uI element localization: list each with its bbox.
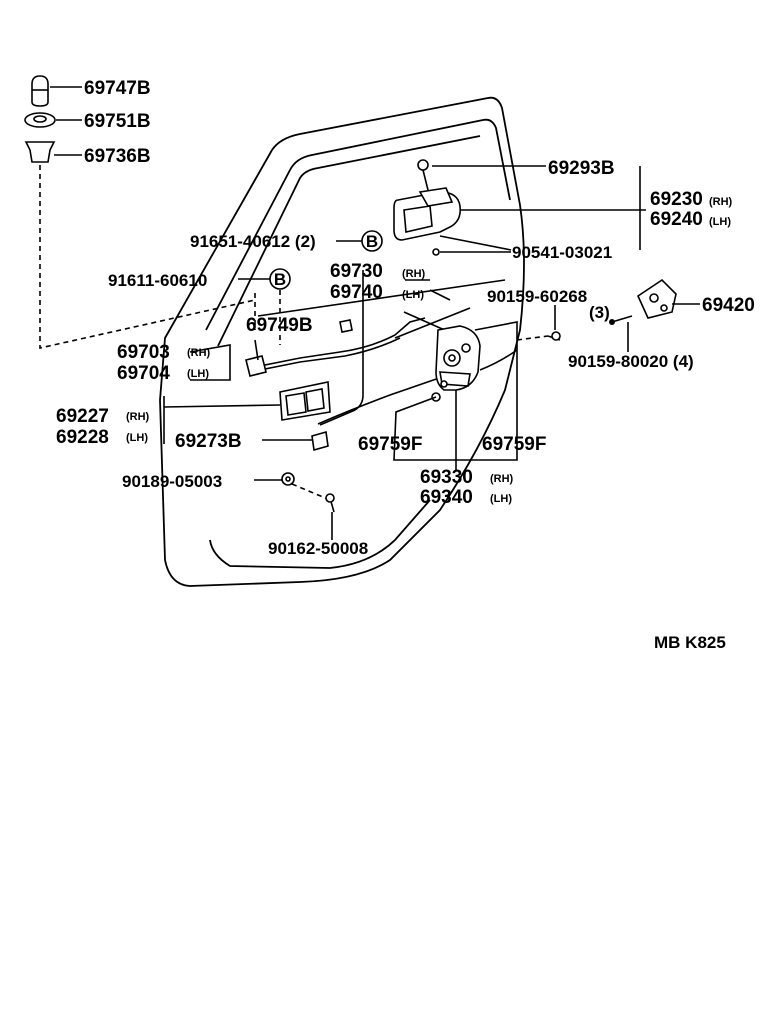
label-69228-suffix: (LH) — [126, 432, 148, 444]
label-69703-suffix: (RH) — [187, 347, 211, 359]
label-69703: 69703 — [117, 342, 170, 363]
label-69759F-right: 69759F — [482, 434, 546, 455]
label-69230: 69230 — [650, 189, 703, 210]
lock-remote-rod-69703 — [245, 339, 267, 377]
label-69330-suffix: (RH) — [490, 473, 514, 485]
callout-b-upper: B — [361, 230, 383, 252]
door-outline — [159, 96, 525, 587]
label-69340: 69340 — [420, 487, 473, 508]
label-69330: 69330 — [420, 467, 473, 488]
label-69704: 69704 — [117, 363, 170, 384]
label-90159-60268-qty: (3) — [589, 303, 610, 322]
label-69293B: 69293B — [548, 158, 615, 179]
label-90159-80020: 90159-80020 (4) — [568, 352, 694, 371]
bezel-69751B — [24, 112, 56, 128]
grommet-69736B — [24, 141, 56, 163]
screw-90162-50008 — [325, 493, 335, 513]
label-91611-60610: 91611-60610 — [108, 271, 207, 290]
bracket-69273B — [311, 430, 329, 452]
outside-handle — [393, 159, 462, 256]
label-90159-60268: 90159-60268 — [487, 287, 587, 306]
label-69730-suffix: (RH) — [402, 268, 426, 280]
link-rods — [249, 270, 471, 426]
label-69240-suffix: (LH) — [709, 216, 731, 228]
screw-90159-60268 — [547, 331, 561, 341]
inside-handle — [279, 381, 331, 421]
screw-90159-80020 — [609, 315, 633, 325]
label-69749B: 69749B — [246, 315, 313, 336]
label-69230-suffix: (RH) — [709, 196, 733, 208]
label-69273B: 69273B — [175, 431, 242, 452]
label-90162-50008: 90162-50008 — [268, 539, 368, 558]
clip-69749B — [339, 319, 353, 333]
label-69730: 69730 — [330, 261, 383, 282]
svg-text:B: B — [274, 270, 286, 289]
svg-text:B: B — [366, 232, 378, 251]
label-69228: 69228 — [56, 427, 109, 448]
label-69736B: 69736B — [84, 146, 151, 167]
lock-knob-69747B — [31, 75, 49, 107]
label-69759F-left: 69759F — [358, 434, 422, 455]
label-69704-suffix: (LH) — [187, 368, 209, 380]
label-69751B: 69751B — [84, 111, 151, 132]
nut-90189-05003 — [281, 472, 295, 486]
label-91651-40612: 91651-40612 (2) — [190, 232, 316, 251]
label-69340-suffix: (LH) — [490, 493, 512, 505]
label-90541-03021: 90541-03021 — [512, 243, 612, 262]
label-69420: 69420 — [702, 295, 755, 316]
label-69747B: 69747B — [84, 78, 151, 99]
label-90189-05003: 90189-05003 — [122, 472, 222, 491]
callout-b-lower: B — [269, 268, 291, 290]
door-striker — [636, 278, 677, 319]
door-lock-assembly — [435, 325, 481, 391]
label-69227: 69227 — [56, 406, 109, 427]
reference-code: MB K825 — [654, 633, 726, 652]
label-69740-suffix: (LH) — [402, 289, 424, 301]
label-69227-suffix: (RH) — [126, 411, 150, 423]
label-69240: 69240 — [650, 209, 703, 230]
label-69740: 69740 — [330, 282, 383, 303]
